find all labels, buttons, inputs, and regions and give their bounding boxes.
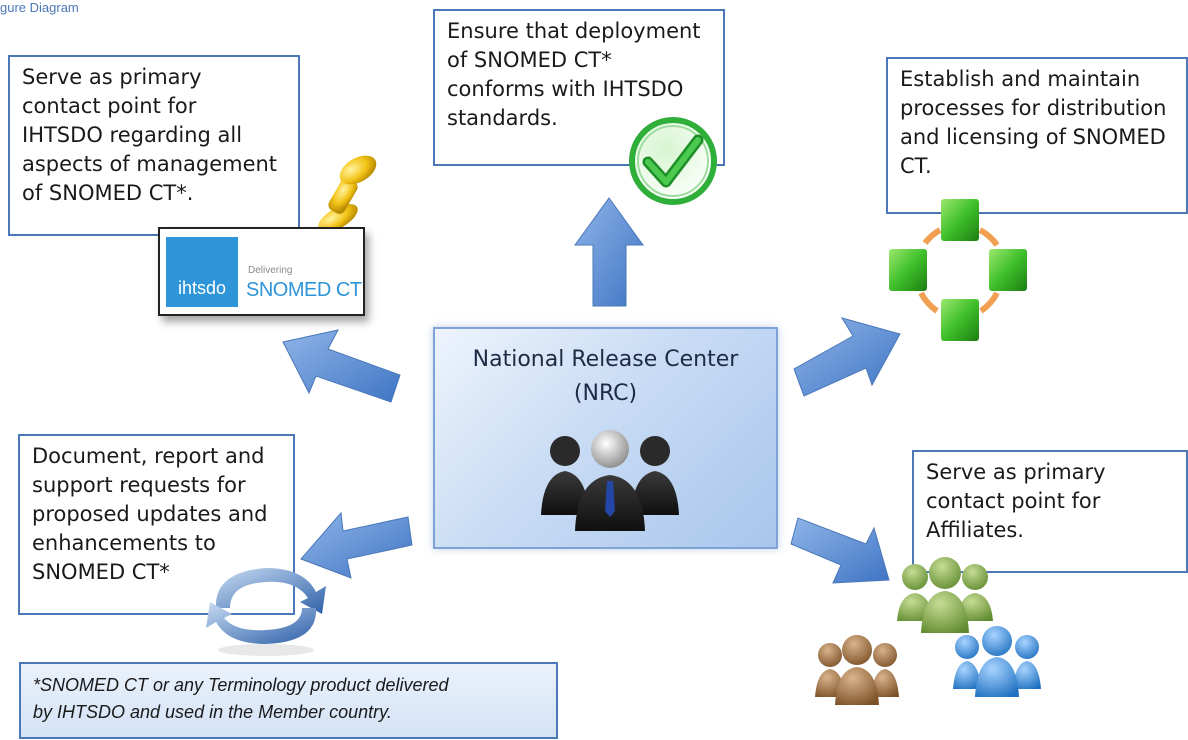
document-box: Document, report and support requests fo… — [18, 434, 295, 615]
line: Document, report and — [32, 444, 265, 468]
arrow-upper-right — [793, 317, 901, 397]
affiliate-groups-icon — [815, 557, 1041, 705]
footnote-box: *SNOMED CT or any Terminology product de… — [19, 662, 558, 739]
line: Establish and maintain — [900, 67, 1141, 91]
checkmark-icon — [629, 117, 717, 205]
line: support requests for — [32, 473, 246, 497]
arrow-up — [574, 197, 644, 307]
ihtsdo-logo: ihtsdo Delivering SNOMED CT — [158, 227, 365, 316]
distribution-box: Establish and maintain processes for dis… — [886, 57, 1188, 214]
line: of SNOMED CT*. — [22, 181, 194, 205]
line: Affiliates. — [926, 518, 1024, 542]
line: standards. — [447, 106, 558, 130]
line: proposed updates and — [32, 502, 268, 526]
nrc-center-box: National Release Center (NRC) — [433, 327, 778, 549]
line: contact point for — [926, 489, 1101, 513]
affiliates-box: Serve as primary contact point for Affil… — [912, 450, 1188, 573]
line: Ensure that deployment — [447, 19, 701, 43]
people-group-icon — [541, 430, 679, 531]
footnote-line: by IHTSDO and used in the Member country… — [33, 702, 392, 722]
header-fragment: gure Diagram — [0, 0, 79, 15]
line: contact point for — [22, 94, 197, 118]
green-people-group — [897, 557, 993, 633]
line: and licensing of SNOMED — [900, 125, 1166, 149]
logo-ihtsdo-text: ihtsdo — [166, 237, 238, 307]
footnote-line: *SNOMED CT or any Terminology product de… — [33, 675, 449, 695]
blue-people-group — [953, 626, 1041, 697]
line: Serve as primary — [22, 65, 202, 89]
brown-people-group — [815, 635, 899, 705]
logo-delivering-text: Delivering — [248, 265, 293, 276]
line: aspects of management — [22, 152, 278, 176]
line: processes for distribution — [900, 96, 1167, 120]
line: IHTSDO regarding all — [22, 123, 243, 147]
arrow-lower-right — [790, 517, 890, 584]
line: conforms with IHTSDO — [447, 77, 684, 101]
center-title-line1: National Release Center — [472, 347, 739, 372]
logo-snomed-text: SNOMED CT — [246, 279, 362, 301]
line: CT. — [900, 154, 932, 178]
line: Serve as primary — [926, 460, 1106, 484]
line: enhancements to — [32, 531, 216, 555]
center-title-line2: (NRC) — [573, 381, 638, 406]
ihtsdo-contact-box: Serve as primary contact point for IHTSD… — [8, 55, 300, 236]
line: SNOMED CT* — [32, 560, 170, 584]
line: of SNOMED CT* — [447, 48, 612, 72]
cube-cycle-icon — [889, 199, 1027, 341]
arrow-lower-left — [300, 511, 413, 579]
arrow-upper-left — [282, 329, 401, 403]
refresh-arrows-icon — [206, 568, 326, 656]
